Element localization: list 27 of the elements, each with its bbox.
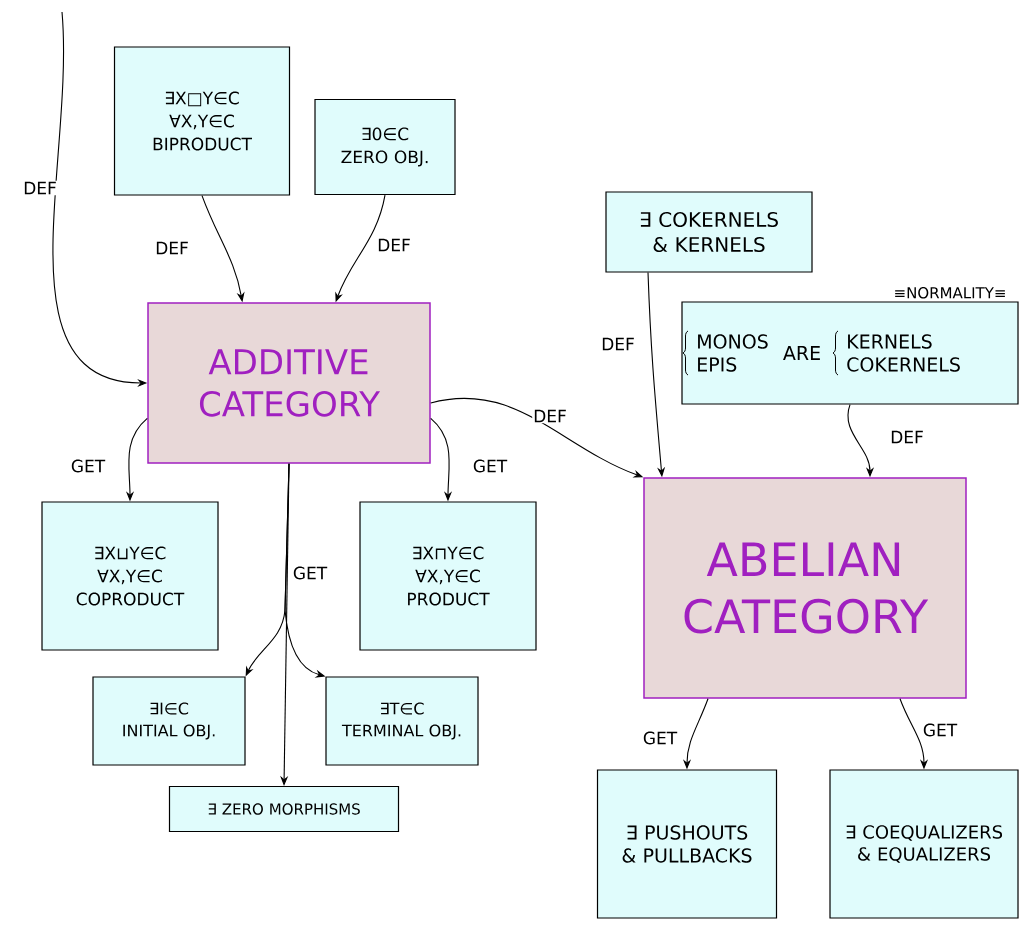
edge-label: DEF bbox=[889, 429, 925, 445]
edge-label: DEF bbox=[154, 240, 190, 256]
edge-label: GET bbox=[69, 458, 107, 474]
connective-text: ARE bbox=[783, 346, 820, 360]
edge-label: GET bbox=[641, 730, 679, 746]
concept-box: ∃T∈C TERMINAL OBJ. bbox=[325, 676, 479, 766]
concept-box: ∃X⊔Y∈C ∀X,Y∈C COPRODUCT bbox=[41, 501, 219, 651]
edge-label: GET bbox=[291, 565, 329, 581]
concept-box: ∃I∈C INITIAL OBJ. bbox=[92, 676, 246, 766]
concept-box: ∃ ZERO MORPHISMS bbox=[168, 785, 400, 833]
concept-box: ∃X⊓Y∈C ∀X,Y∈C PRODUCT bbox=[359, 501, 537, 651]
box-heading: ≡NORMALITY≡ bbox=[895, 287, 1005, 299]
edge-label: GET bbox=[921, 722, 959, 738]
category-box: ADDITIVE CATEGORY bbox=[147, 302, 431, 464]
concept-box: ∃ COEQUALIZERS & EQUALIZERS bbox=[829, 769, 1019, 919]
edge-label: DEF bbox=[22, 180, 58, 196]
concept-box: ∃ PUSHOUTS & PULLBACKS bbox=[596, 769, 778, 919]
edge-label: DEF bbox=[376, 237, 412, 253]
edge-label: GET bbox=[471, 458, 509, 474]
edge-label: DEF bbox=[600, 336, 636, 352]
edge-label: DEF bbox=[532, 408, 568, 424]
category-box: ABELIAN CATEGORY bbox=[643, 477, 967, 699]
concept-box: ∃X□Y∈C ∀X,Y∈C BIPRODUCT bbox=[113, 46, 291, 196]
brace-text: MONOS EPIS bbox=[698, 334, 768, 372]
concept-box: ∃0∈C ZERO OBJ. bbox=[314, 98, 456, 196]
concept-box: ∃ COKERNELS & KERNELS bbox=[605, 191, 813, 273]
brace-text: KERNELS COKERNELS bbox=[847, 334, 960, 372]
